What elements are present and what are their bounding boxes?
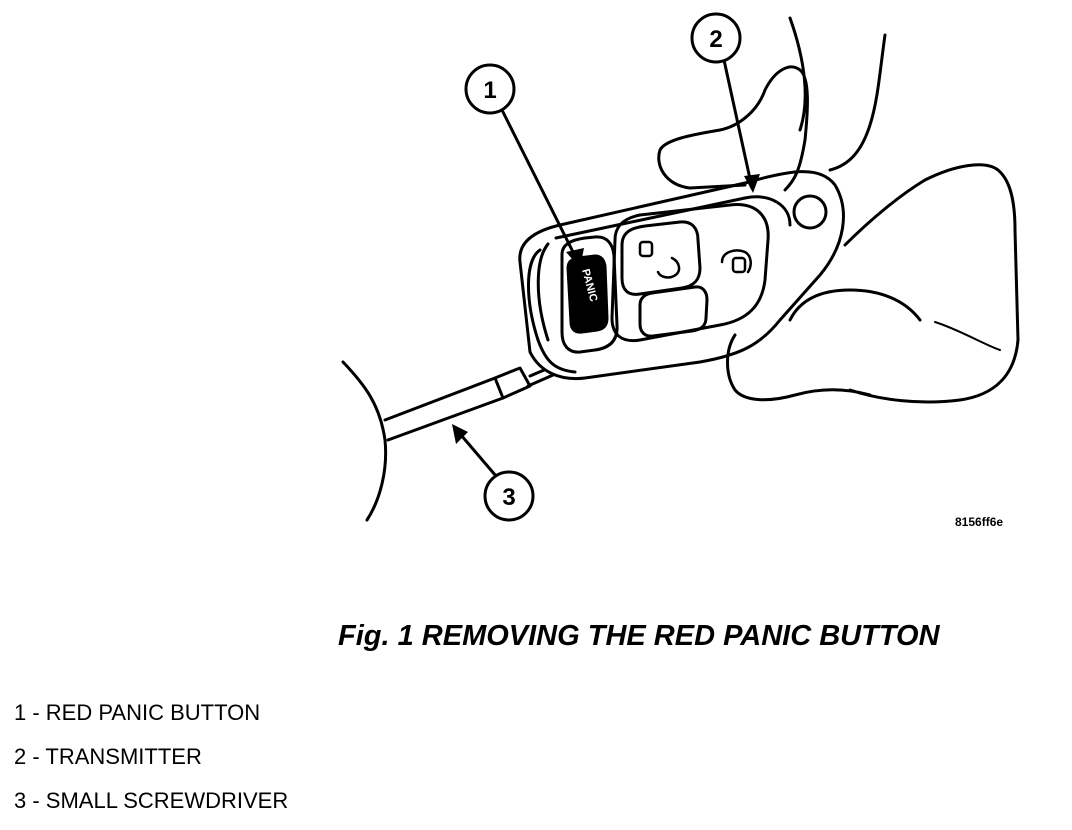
arrowhead-2	[744, 174, 760, 193]
right-hand-outline	[657, 16, 1020, 404]
transmitter-drawing	[518, 170, 845, 381]
figure-caption: Fig. 1 REMOVING THE RED PANIC BUTTON	[338, 620, 940, 652]
left-hand-outline	[341, 360, 388, 522]
callout-3-number: 3	[502, 484, 515, 511]
legend-item: 2 - TRANSMITTER	[14, 744, 202, 769]
figure-code: 8156ff6e	[955, 515, 1004, 529]
legend-list: 1 - RED PANIC BUTTON 2 - TRANSMITTER 3 -…	[14, 698, 288, 830]
callout-3: 3	[483, 470, 535, 522]
callout-1-number: 1	[483, 77, 496, 104]
callout-1: 1	[464, 63, 516, 115]
callout-2-number: 2	[709, 26, 722, 53]
arrowhead-3	[452, 424, 468, 444]
legend-item: 3 - SMALL SCREWDRIVER	[14, 788, 289, 813]
transmitter-illustration: PANIC 1 2 3	[341, 12, 1020, 522]
arrowhead-1	[566, 248, 584, 268]
callout-2: 2	[690, 12, 742, 64]
legend-item: 1 - RED PANIC BUTTON	[14, 700, 261, 725]
